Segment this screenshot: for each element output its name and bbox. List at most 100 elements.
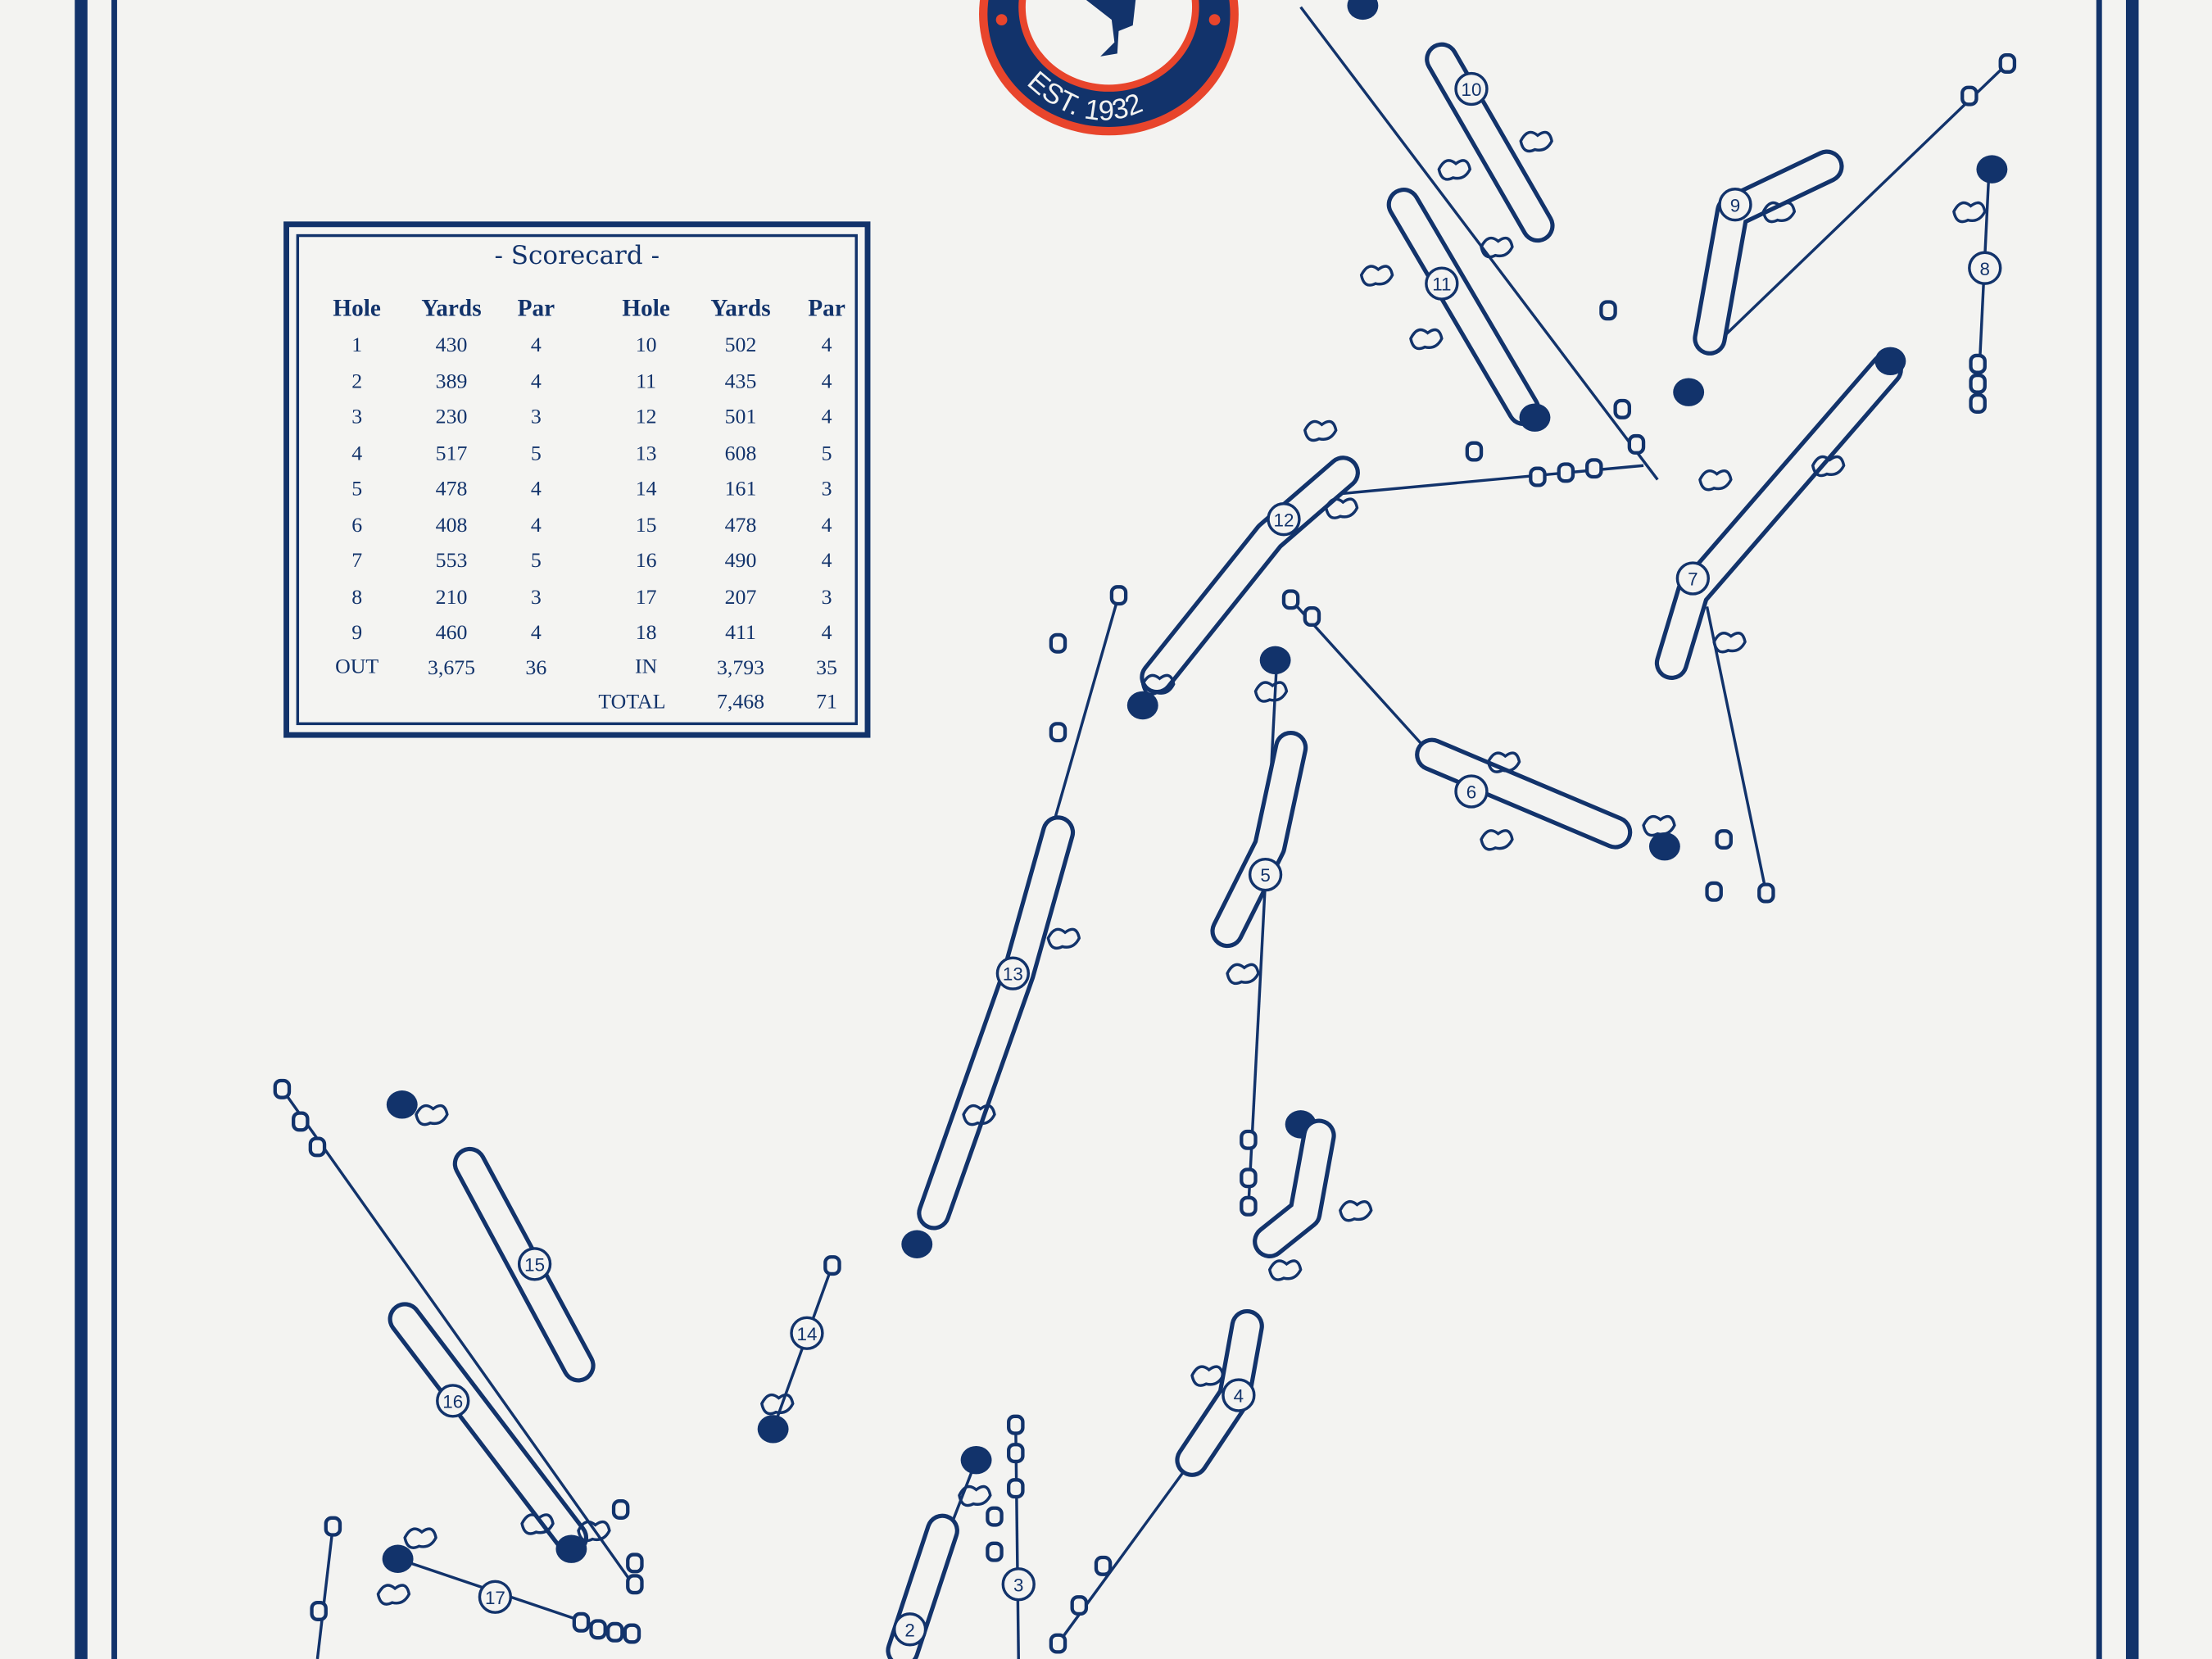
green: [382, 1544, 414, 1573]
green: [1673, 378, 1705, 406]
tee-box: [1049, 722, 1067, 743]
fairway: [1419, 741, 1629, 845]
scorecard-par: 5: [530, 550, 542, 573]
hole-number-label: 14: [797, 1324, 818, 1344]
scorecard-hole: 15: [635, 514, 657, 537]
bunker: [1190, 1365, 1225, 1387]
tee-box: [1303, 606, 1321, 627]
scorecard-in-par: 35: [816, 657, 837, 680]
bunker: [1046, 927, 1081, 950]
fairway: [1390, 192, 1537, 422]
hole-number-marker: [1248, 857, 1283, 892]
hole-line: [315, 1525, 335, 1659]
fairway: [921, 819, 1071, 1226]
bunker: [1253, 681, 1289, 703]
bunker: [958, 1484, 992, 1507]
hole-number-label: 13: [1003, 964, 1023, 985]
tee-box: [1007, 1414, 1025, 1435]
tee-box: [1240, 1167, 1258, 1189]
scorecard-yards: 430: [435, 334, 468, 357]
tee-box: [1070, 1595, 1089, 1616]
scorecard-yards: 210: [435, 586, 468, 610]
bunker: [962, 1104, 996, 1126]
bunker: [760, 1393, 795, 1416]
hole-line: [1014, 1425, 1020, 1659]
hole-number-label: 16: [442, 1391, 463, 1412]
bunker: [1409, 328, 1444, 351]
scorecard-hole: 12: [635, 406, 657, 429]
scorecard-yards: 389: [435, 370, 468, 393]
scorecard-total-par: 71: [816, 691, 837, 714]
bunker: [1267, 1259, 1303, 1281]
bunker: [403, 1527, 437, 1549]
scorecard-par: 4: [530, 514, 542, 537]
hole-line: [280, 1088, 637, 1589]
tee-box: [1240, 1129, 1258, 1150]
scorecard-yards: 478: [724, 514, 757, 537]
scorecard-par: 4: [821, 550, 832, 573]
tee-box: [1757, 882, 1775, 904]
scorecard-hole: 3: [351, 406, 363, 429]
bunker: [1480, 236, 1514, 259]
tee-box: [1969, 353, 1987, 374]
scorecard-yards: 411: [725, 622, 756, 645]
bunker: [1226, 963, 1260, 986]
bunker: [1303, 419, 1338, 442]
scorecard-hole: 6: [351, 514, 363, 537]
fairway: [392, 1306, 584, 1551]
tee-box: [1007, 1443, 1025, 1464]
tee-box: [1281, 589, 1300, 610]
scorecard-par: 4: [821, 514, 832, 537]
scorecard-hole: 14: [635, 478, 657, 501]
scorecard-title: - Scorecard -: [494, 241, 660, 271]
tee-box: [1969, 392, 1987, 414]
green: [1347, 0, 1379, 20]
hole-number-label: 15: [524, 1254, 545, 1275]
green: [1259, 646, 1291, 675]
hole-number-label: 4: [1234, 1386, 1244, 1407]
hole-line: [1705, 606, 1768, 894]
hole-line: [1049, 595, 1121, 833]
tee-box: [1007, 1478, 1025, 1499]
scorecard-out-label: OUT: [335, 655, 379, 679]
hole-number-marker: [436, 1384, 470, 1418]
right-border-thin: [2096, 0, 2102, 1659]
bunker: [1642, 814, 1676, 837]
hole-number-label: 3: [1013, 1575, 1023, 1595]
tee-box: [1465, 441, 1484, 462]
tee-box: [589, 1619, 607, 1640]
tee-box: [572, 1611, 591, 1633]
bunker: [520, 1513, 555, 1535]
scorecard-hole: 17: [635, 586, 657, 610]
bunker: [1480, 829, 1514, 851]
bunker: [376, 1584, 411, 1606]
scorecard-yards: 502: [724, 334, 757, 357]
scorecard-hole: 4: [351, 442, 363, 465]
scorecard-out-par: 36: [525, 657, 547, 680]
scorecard-par: 4: [530, 478, 542, 501]
scorecard-header: Hole: [333, 294, 381, 322]
tee-box: [606, 1621, 624, 1643]
bunker: [1811, 455, 1846, 478]
bunker: [1437, 159, 1472, 181]
scorecard-in-label: IN: [635, 655, 658, 679]
tee-box: [1049, 1633, 1067, 1654]
tee-box: [1998, 53, 2017, 74]
tee-box: [1599, 300, 1617, 321]
tee-box: [273, 1078, 292, 1099]
hole-number-label: 9: [1730, 195, 1740, 215]
left-border-thick: [75, 0, 88, 1659]
green: [960, 1445, 992, 1475]
scorecard-yards: 517: [435, 442, 468, 465]
green: [1519, 403, 1551, 432]
right-border-thick: [2125, 0, 2139, 1659]
scorecard-yards: 490: [724, 550, 757, 573]
scorecard-in-yards: 3,793: [716, 657, 765, 680]
bunker: [1339, 1199, 1373, 1222]
tee-box: [292, 1111, 310, 1132]
fairway: [1144, 460, 1356, 691]
hole-number-marker: [1454, 71, 1489, 107]
tee-box: [1094, 1555, 1113, 1576]
